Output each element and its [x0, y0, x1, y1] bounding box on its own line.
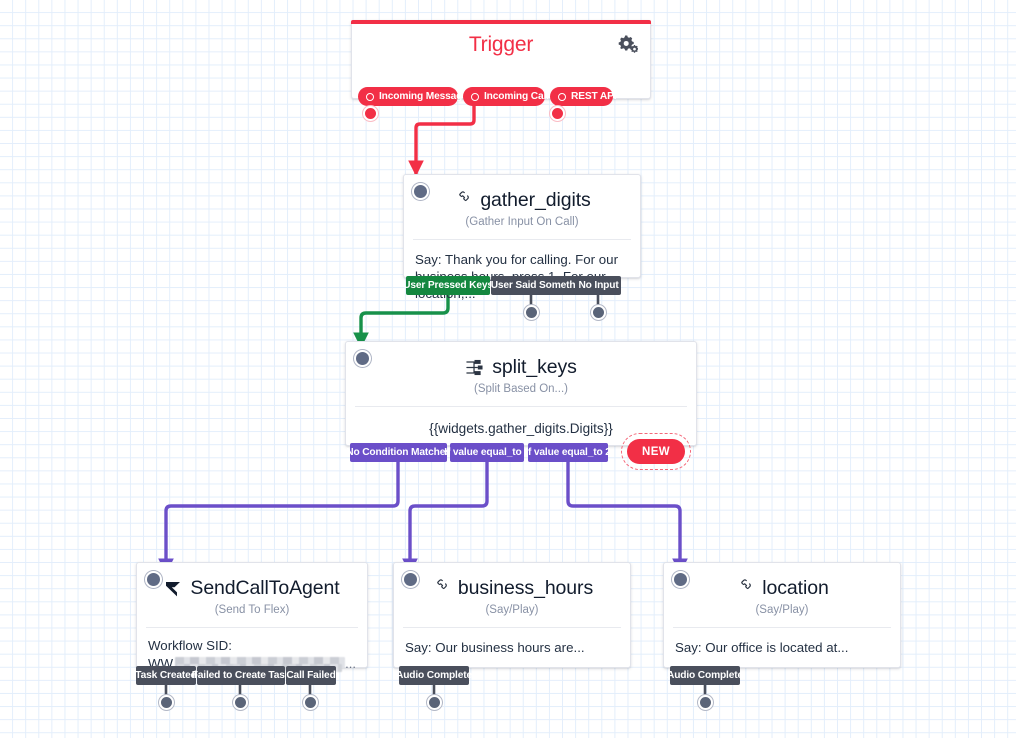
phone-handset-icon [431, 579, 450, 598]
chip-audio-complete-location[interactable]: Audio Complete [667, 666, 743, 685]
divider [413, 239, 631, 240]
node-title-split-keys: split_keys [346, 342, 696, 379]
divider [673, 627, 891, 628]
chip-call-failed[interactable]: Call Failed [286, 666, 336, 685]
workflow-sid-ellipsis: ... [345, 656, 356, 671]
node-send-call-to-agent[interactable]: SendCallToAgent (Send To Flex) Workflow … [136, 562, 368, 672]
trigger-output-label: Incoming Call [484, 91, 549, 102]
phone-handset-icon [453, 191, 472, 210]
circle-outline-icon [471, 92, 479, 101]
trigger-output-incoming-call[interactable]: Incoming Call [463, 87, 549, 106]
node-business-hours[interactable]: business_hours (Say/Play) Say: Our busin… [393, 562, 631, 668]
node-body-text: Say: Our office is located at... [675, 640, 849, 655]
chip-if-value-equal-to-2[interactable]: If value equal_to 2 [525, 443, 611, 462]
chip-user-said-something[interactable]: User Said Something [491, 276, 590, 295]
node-subtitle: (Split Based On...) [474, 383, 568, 395]
divider [403, 627, 621, 628]
node-title-location: location [664, 563, 900, 600]
trigger-output-incoming-message[interactable]: Incoming Message [358, 87, 468, 106]
chip-no-condition-matches[interactable]: No Condition Matches [346, 443, 451, 462]
endpoint-failed-to-create-task[interactable] [233, 695, 248, 710]
trigger-node[interactable]: Trigger Incoming Message Incoming Call R… [351, 20, 651, 106]
node-input-dot[interactable] [145, 571, 162, 588]
trigger-incoming-message-endpoint[interactable] [363, 106, 378, 121]
new-transition-badge[interactable]: NEW [627, 439, 685, 464]
flex-logo-icon [164, 580, 182, 598]
new-badge-outline [621, 433, 691, 470]
node-title-text: location [762, 577, 829, 599]
phone-handset-icon [735, 579, 754, 598]
node-title-text: business_hours [457, 577, 594, 599]
chip-user-pressed-keys[interactable]: User Pressed Keys [403, 276, 493, 295]
trigger-accent-bar [351, 20, 651, 24]
split-branch-icon [465, 359, 484, 376]
divider [146, 627, 358, 628]
chip-audio-complete-business-hours[interactable]: Audio Complete [396, 666, 472, 685]
node-input-dot[interactable] [672, 571, 689, 588]
node-title-send-call-to-agent: SendCallToAgent [137, 563, 367, 600]
node-title-business-hours: business_hours [394, 563, 630, 600]
endpoint-user-said-something[interactable] [524, 305, 539, 320]
endpoint-call-failed[interactable] [303, 695, 318, 710]
node-subtitle: (Send To Flex) [214, 604, 290, 616]
chip-failed-to-create-task[interactable]: Failed to Create Task [192, 666, 290, 685]
node-body-text: Say: Our business hours are... [405, 640, 585, 655]
endpoint-no-input[interactable] [591, 305, 606, 320]
trigger-output-label: REST API [571, 91, 617, 102]
circle-outline-icon [558, 92, 566, 101]
node-title-text: SendCallToAgent [190, 577, 340, 599]
circle-outline-icon [366, 92, 374, 101]
node-split-keys[interactable]: split_keys (Split Based On...) {{widgets… [345, 341, 697, 446]
endpoint-audio-complete-location[interactable] [698, 695, 713, 710]
node-subtitle: (Gather Input On Call) [465, 216, 579, 228]
node-input-dot[interactable] [354, 350, 371, 367]
trigger-rest-api-endpoint[interactable] [550, 106, 565, 121]
endpoint-audio-complete-business-hours[interactable] [427, 695, 442, 710]
endpoint-task-created[interactable] [159, 695, 174, 710]
chip-task-created[interactable]: Task Created [135, 666, 197, 685]
chip-if-value-equal-to-1[interactable]: If value equal_to 1 [444, 443, 530, 462]
divider [355, 406, 687, 407]
node-input-dot[interactable] [412, 183, 429, 200]
node-subtitle: (Say/Play) [485, 604, 539, 616]
gears-icon[interactable] [616, 34, 638, 54]
node-body-expression: {{widgets.gather_digits.Digits}} [429, 421, 613, 436]
node-location[interactable]: location (Say/Play) Say: Our office is l… [663, 562, 901, 668]
node-title-text: split_keys [492, 356, 577, 378]
trigger-output-rest-api[interactable]: REST API [550, 87, 617, 106]
node-input-dot[interactable] [402, 571, 419, 588]
node-title-gather-digits: gather_digits [404, 175, 640, 212]
chip-no-input[interactable]: No Input [576, 276, 621, 295]
node-gather-digits[interactable]: gather_digits (Gather Input On Call) Say… [403, 174, 641, 301]
node-subtitle: (Say/Play) [755, 604, 809, 616]
trigger-output-label: Incoming Message [379, 91, 468, 102]
trigger-title: Trigger [468, 33, 534, 56]
workflow-sid-label: Workflow SID: [148, 638, 232, 653]
node-title-text: gather_digits [480, 189, 591, 211]
